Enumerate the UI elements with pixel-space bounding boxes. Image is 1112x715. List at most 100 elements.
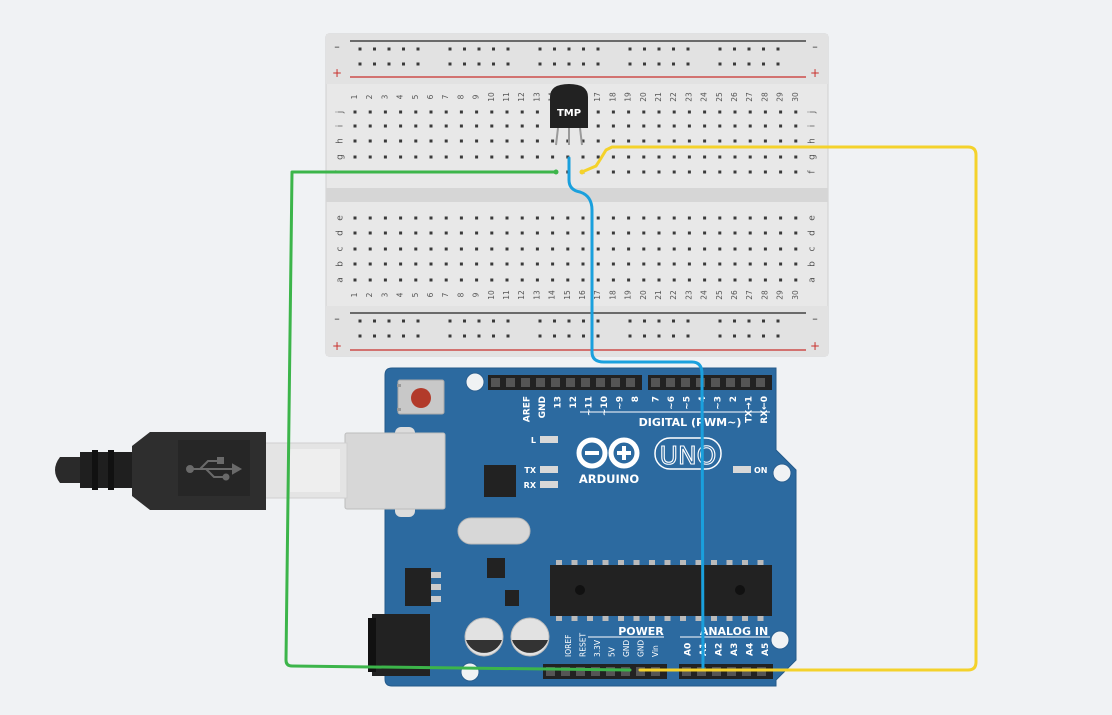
- breadboard-hole[interactable]: [779, 231, 783, 235]
- rail-hole[interactable]: [582, 47, 585, 51]
- breadboard-hole[interactable]: [353, 124, 357, 128]
- rail-hole[interactable]: [582, 62, 585, 66]
- rail-hole[interactable]: [553, 62, 556, 66]
- breadboard-hole[interactable]: [748, 216, 752, 220]
- breadboard-hole[interactable]: [627, 247, 631, 251]
- breadboard-hole[interactable]: [627, 278, 631, 282]
- breadboard-hole[interactable]: [383, 262, 387, 266]
- rail-hole[interactable]: [463, 62, 466, 66]
- rail-hole[interactable]: [492, 334, 495, 338]
- rail-hole[interactable]: [402, 47, 405, 51]
- breadboard-hole[interactable]: [368, 139, 372, 143]
- rail-hole[interactable]: [747, 334, 751, 338]
- breadboard-hole[interactable]: [353, 262, 357, 266]
- rail-hole[interactable]: [506, 47, 510, 51]
- breadboard-hole[interactable]: [383, 231, 387, 235]
- breadboard-hole[interactable]: [475, 124, 479, 128]
- breadboard-hole[interactable]: [627, 216, 631, 220]
- rail-hole[interactable]: [686, 334, 690, 338]
- rail-hole[interactable]: [477, 62, 481, 66]
- breadboard-hole[interactable]: [490, 110, 494, 114]
- breadboard-hole[interactable]: [748, 139, 752, 143]
- header-socket[interactable]: [726, 378, 735, 387]
- breadboard-hole[interactable]: [657, 139, 661, 143]
- rail-hole[interactable]: [776, 334, 780, 338]
- rail-hole[interactable]: [358, 319, 362, 323]
- breadboard-hole[interactable]: [429, 216, 433, 220]
- breadboard-hole[interactable]: [611, 278, 615, 282]
- breadboard-hole[interactable]: [383, 216, 387, 220]
- breadboard-hole[interactable]: [642, 124, 646, 128]
- rail-hole[interactable]: [553, 334, 556, 338]
- breadboard-hole[interactable]: [459, 231, 463, 235]
- breadboard-hole[interactable]: [703, 262, 707, 266]
- breadboard-hole[interactable]: [718, 262, 722, 266]
- breadboard-hole[interactable]: [444, 262, 448, 266]
- breadboard-hole[interactable]: [611, 247, 615, 251]
- rail-hole[interactable]: [492, 319, 495, 323]
- breadboard-hole[interactable]: [520, 262, 524, 266]
- breadboard-hole[interactable]: [535, 231, 539, 235]
- header-socket[interactable]: [581, 378, 590, 387]
- breadboard-hole[interactable]: [763, 278, 767, 282]
- breadboard-hole[interactable]: [414, 110, 418, 114]
- breadboard-hole[interactable]: [368, 231, 372, 235]
- rail-hole[interactable]: [387, 47, 391, 51]
- breadboard-hole[interactable]: [687, 124, 691, 128]
- breadboard-hole[interactable]: [779, 110, 783, 114]
- breadboard-hole[interactable]: [581, 216, 585, 220]
- breadboard-hole[interactable]: [368, 124, 372, 128]
- rail-hole[interactable]: [463, 47, 466, 51]
- breadboard-hole[interactable]: [444, 247, 448, 251]
- rail-hole[interactable]: [582, 334, 585, 338]
- header-socket[interactable]: [681, 378, 690, 387]
- breadboard-hole[interactable]: [475, 278, 479, 282]
- breadboard-hole[interactable]: [718, 139, 722, 143]
- breadboard-hole[interactable]: [368, 278, 372, 282]
- rail-hole[interactable]: [628, 62, 632, 66]
- breadboard-hole[interactable]: [611, 231, 615, 235]
- rail-hole[interactable]: [628, 47, 632, 51]
- breadboard-hole[interactable]: [672, 216, 676, 220]
- breadboard-hole[interactable]: [399, 155, 403, 159]
- header-socket[interactable]: [536, 378, 545, 387]
- header-socket[interactable]: [666, 378, 675, 387]
- breadboard-hole[interactable]: [748, 247, 752, 251]
- breadboard-hole[interactable]: [733, 216, 737, 220]
- rail-hole[interactable]: [643, 334, 646, 338]
- breadboard-hole[interactable]: [520, 216, 524, 220]
- breadboard-hole[interactable]: [353, 110, 357, 114]
- breadboard-hole[interactable]: [611, 262, 615, 266]
- breadboard-hole[interactable]: [353, 139, 357, 143]
- breadboard-hole[interactable]: [383, 124, 387, 128]
- rail-hole[interactable]: [672, 334, 675, 338]
- breadboard-hole[interactable]: [748, 170, 752, 174]
- breadboard-hole[interactable]: [520, 231, 524, 235]
- breadboard-hole[interactable]: [414, 262, 418, 266]
- breadboard-hole[interactable]: [596, 110, 600, 114]
- breadboard-hole[interactable]: [672, 110, 676, 114]
- rail-hole[interactable]: [358, 62, 362, 66]
- rail-hole[interactable]: [538, 319, 542, 323]
- rail-hole[interactable]: [416, 47, 420, 51]
- breadboard-hole[interactable]: [520, 110, 524, 114]
- rail-hole[interactable]: [718, 62, 722, 66]
- header-socket[interactable]: [626, 378, 635, 387]
- rail-hole[interactable]: [582, 319, 585, 323]
- breadboard-hole[interactable]: [490, 262, 494, 266]
- breadboard-hole[interactable]: [748, 231, 752, 235]
- breadboard-hole[interactable]: [763, 216, 767, 220]
- breadboard-hole[interactable]: [505, 139, 509, 143]
- rail-hole[interactable]: [776, 47, 780, 51]
- wire-blue-signal[interactable]: [567, 156, 705, 670]
- breadboard-hole[interactable]: [657, 231, 661, 235]
- breadboard-hole[interactable]: [657, 278, 661, 282]
- breadboard-hole[interactable]: [383, 110, 387, 114]
- breadboard-hole[interactable]: [703, 170, 707, 174]
- breadboard-hole[interactable]: [763, 110, 767, 114]
- breadboard-hole[interactable]: [414, 139, 418, 143]
- breadboard-hole[interactable]: [505, 124, 509, 128]
- breadboard-hole[interactable]: [368, 262, 372, 266]
- wire-yellow-power[interactable]: [580, 145, 978, 672]
- breadboard-hole[interactable]: [475, 216, 479, 220]
